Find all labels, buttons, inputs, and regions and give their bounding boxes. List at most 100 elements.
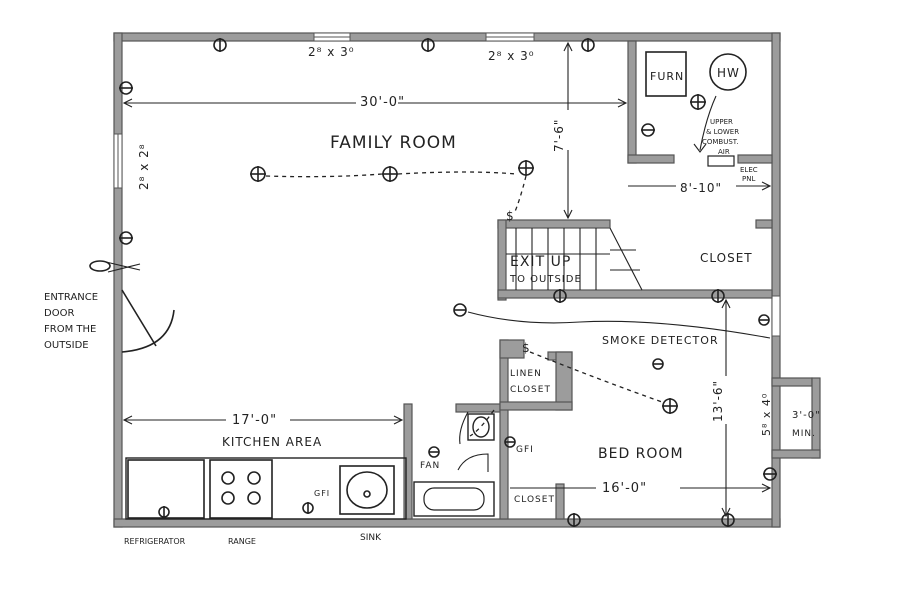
closet-depth-dim: 7'-6" [552,119,566,152]
smoke-detector-icon [453,303,467,317]
kitchen-counter [125,457,407,520]
switch-symbol-2: $ [522,341,531,355]
light-icon [504,436,516,448]
dimension-lines [122,41,772,518]
gfi-bath-label: GFI [516,445,534,455]
linen-wall-top [499,339,525,359]
egress-well-top [771,377,813,387]
wall-bottom [113,518,781,528]
mech-wall-bottom-left [627,154,675,164]
entrance-line4: OUTSIDE [44,340,89,351]
light-icon [758,314,770,326]
stair-treads [515,227,643,291]
water-heater-circle [709,53,747,91]
range-label: RANGE [228,537,256,546]
bath-sink [457,453,489,472]
egress-well-bottom [771,449,821,459]
entrance-line1: ENTRANCE [44,292,98,303]
smoke-detector-icon [652,358,664,370]
refrigerator-label: REFRIGERATOR [124,537,186,546]
gfi-kitchen-label: GFI [314,489,330,498]
light-icon [302,502,314,514]
closet-label: CLOSET [700,251,753,265]
stair-wall-left [497,219,507,301]
light-icon [428,446,440,458]
light-icon [763,467,777,481]
bed-depth-dim: 13'-6" [711,380,725,422]
refrigerator [127,459,205,519]
wall-top [113,32,781,42]
burner-3 [221,491,235,505]
exterior-walls [113,32,781,528]
kitchen-sink [339,465,395,515]
light-icon [518,160,534,176]
fan-label: FAN [420,461,440,471]
entrance-door [89,260,175,353]
combustion-air-line1: UPPER [710,118,733,126]
light-icon [421,38,435,52]
bed-closet-wall [555,483,565,520]
egress-window-dim: 5⁸ x 4⁰ [760,393,773,436]
wiring [265,171,771,437]
elec-panel-line2: PNL [742,175,755,183]
switch-symbol: $ [506,209,515,223]
furnace-box [645,51,687,97]
family-room-label: FAMILY ROOM [330,133,457,153]
window-right-upper [771,295,781,337]
light-icon [581,38,595,52]
wall-right [771,32,781,528]
window-top-left-dim: 2⁸ x 3⁰ [308,45,355,59]
exit-up-label: EXIT UP [510,254,571,270]
sink-label: SINK [360,533,382,543]
kitchen-area-label: KITCHEN AREA [222,435,322,449]
to-outside-label: TO OUTSIDE [509,274,582,285]
light-fixtures [119,38,777,527]
stair-block [497,219,773,301]
light-icon [213,38,227,52]
bed-room-label: BED ROOM [598,446,684,462]
exterior-light [89,260,111,272]
light-icon [250,166,266,182]
linen-wall-bottom [499,401,573,411]
electrical-panel [707,155,735,167]
wall-left [113,32,123,528]
mech-wall-left [627,40,637,164]
mechanical-room [627,40,773,167]
egress-min-line2: MIN. [792,429,816,439]
toilet-bowl [472,416,490,438]
light-icon [641,123,655,137]
linen-label: LINEN [510,369,542,379]
linen-wall-right [555,351,573,411]
combustion-air-arrow [699,95,717,151]
burner-4 [247,491,261,505]
furnace-label: FURN [650,70,684,83]
entrance-line2: DOOR [44,308,74,319]
bed-closet-label: CLOSET [514,495,555,505]
burner-1 [221,471,235,485]
light-icon [690,94,706,110]
bath-wall-left [403,403,413,520]
mech-wall-bottom-right [737,154,773,164]
window-top-right-dim: 2⁸ x 3⁰ [488,49,535,63]
entrance-line3: FROM THE [44,324,96,335]
light-icon [158,506,170,518]
light-icon [119,231,133,245]
bath-bed-wall [499,339,509,520]
combustion-air-line3: COMBUST. [702,138,738,146]
light-icon [567,513,581,527]
burner-2 [247,471,261,485]
smoke-detector-label: SMOKE DETECTOR [602,334,719,347]
light-icon [119,81,133,95]
stair-wall-top [497,219,611,229]
elec-panel-line1: ELEC [740,166,758,174]
window-left-dim: 2⁸ x 2⁸ [137,143,151,190]
egress-min-line1: 3'-0" [792,410,821,421]
bed-width-dim: 16'-0" [602,481,647,496]
light-icon [662,398,678,414]
linen-closet-label: CLOSET [510,385,551,395]
windows [113,32,781,337]
combustion-air-line2: & LOWER [706,128,739,136]
closet-wall-bottom [497,289,773,299]
